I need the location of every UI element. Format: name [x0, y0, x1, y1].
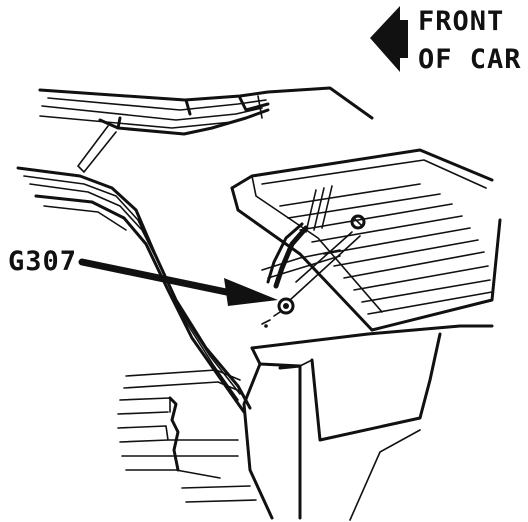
- trunk-opening: [230, 148, 502, 332]
- lower-left-hatching: [117, 369, 257, 503]
- front-of-car-label-line1: FRONT: [418, 6, 505, 37]
- rear-lower-body: [242, 324, 494, 521]
- roof-rail-panel: [38, 86, 374, 173]
- left-arrow-icon: [370, 6, 408, 72]
- ground-callout-label: G307: [8, 246, 78, 277]
- pointer-arrow-icon: [78, 258, 278, 306]
- wiring-harness: [261, 214, 366, 301]
- quarter-panel: [16, 166, 252, 414]
- trunk-floor-hatching: [279, 183, 493, 315]
- front-of-car-label-line2: OF CAR: [418, 44, 522, 75]
- ground-bolt-icon: [261, 297, 295, 328]
